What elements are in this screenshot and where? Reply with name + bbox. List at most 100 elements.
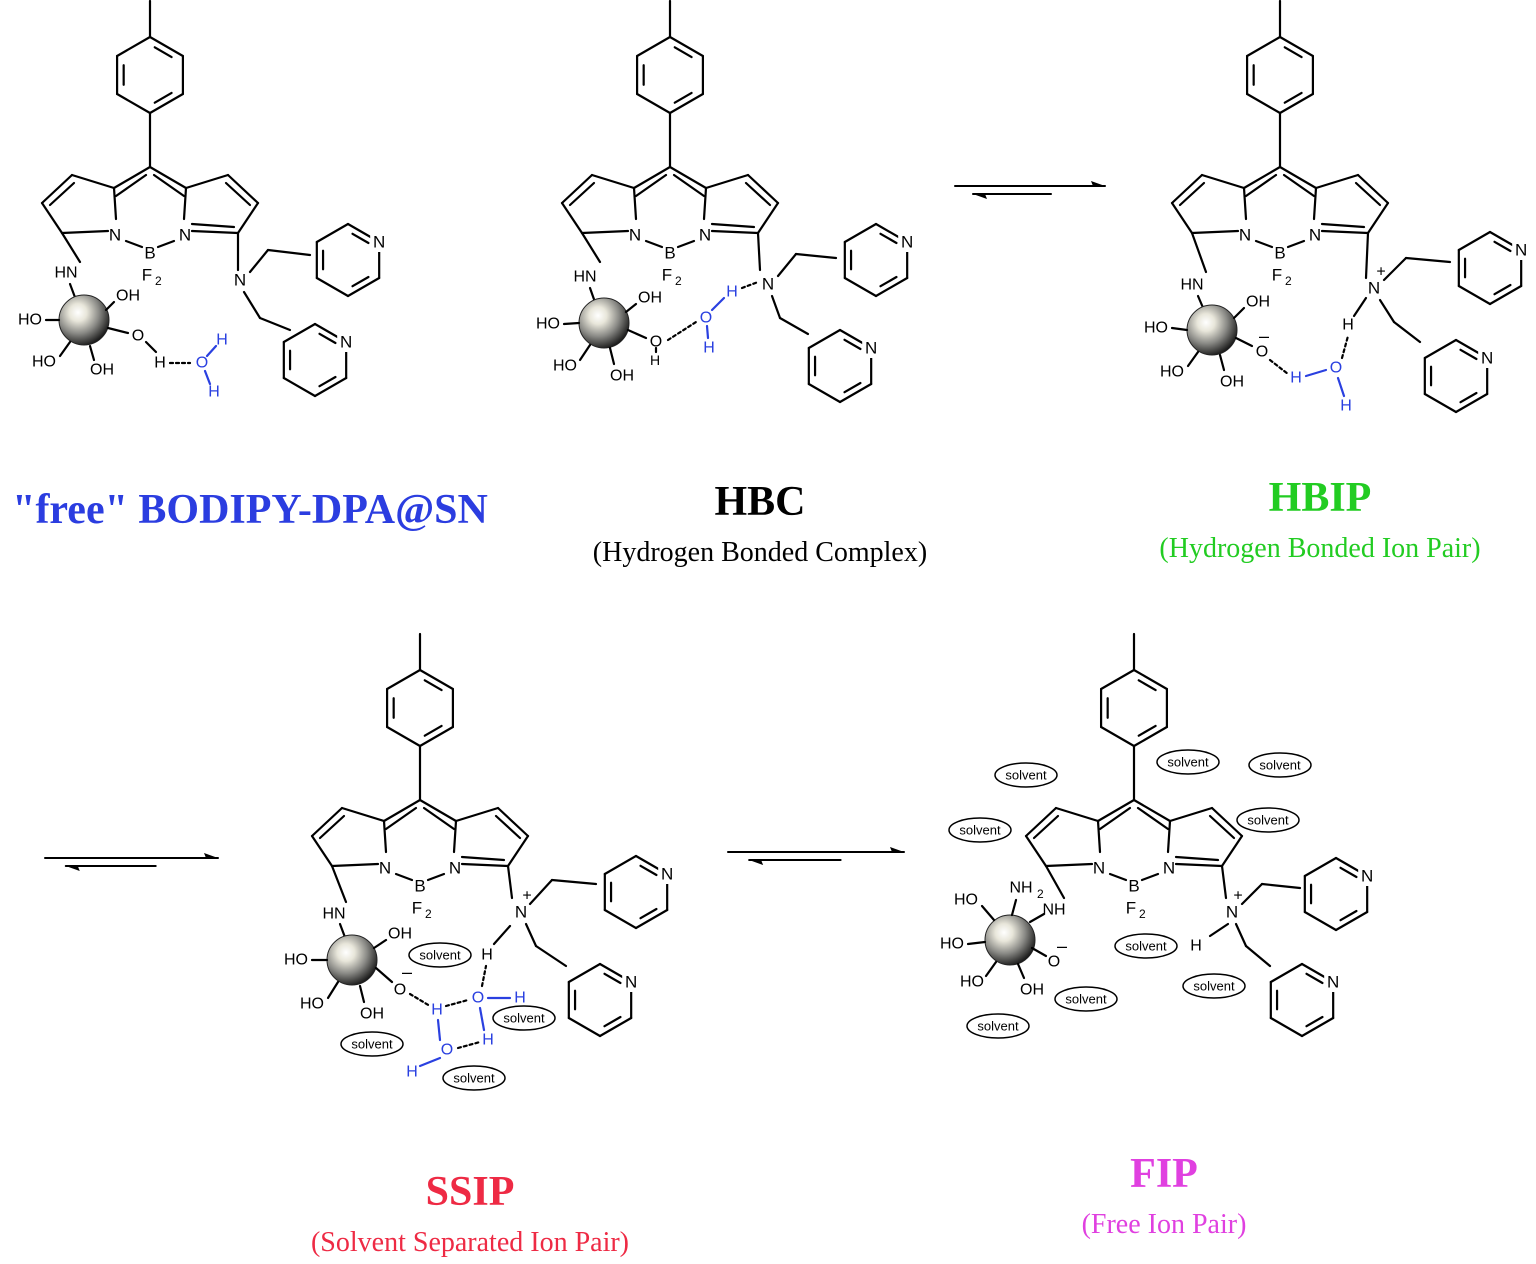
n-plus-charge: +	[1376, 264, 1385, 281]
caption-ssip-subtitle: (Solvent Separated Ion Pair)	[310, 1227, 630, 1258]
b-label: B	[1128, 877, 1139, 896]
caption-hbip-title: HBIP	[1268, 475, 1372, 521]
ho-label: HO	[940, 936, 964, 953]
ring-bond	[385, 725, 422, 748]
bond	[562, 321, 581, 326]
ring-bond	[668, 35, 705, 58]
pyridine-n-label: N	[1361, 867, 1373, 886]
bond	[1320, 229, 1370, 235]
caption-hbc-title: HBC	[714, 479, 806, 525]
oh-label: OH	[1246, 294, 1270, 311]
bond	[794, 252, 838, 260]
bond	[966, 940, 987, 946]
ring-double-bond	[603, 972, 622, 985]
ring-bond	[1245, 35, 1282, 58]
double-bond	[494, 814, 522, 840]
ho-label: HO	[536, 316, 560, 333]
ring-double-bond	[879, 275, 898, 288]
f2-subscript: 2	[1285, 274, 1292, 288]
ho-label: HO	[32, 354, 56, 371]
oh-label: OH	[1020, 982, 1044, 999]
nh2-label: NH	[1009, 880, 1032, 897]
bond	[778, 316, 810, 336]
n-label-bg	[1478, 348, 1497, 368]
bond	[1044, 862, 1094, 868]
n-label: N	[109, 226, 121, 245]
ring-double-bond	[673, 91, 693, 104]
ho-label: HO	[1160, 364, 1184, 381]
oh-label: OH	[90, 362, 114, 379]
ho-label: HO	[553, 358, 577, 375]
bond	[1030, 946, 1048, 958]
ring-double-bond	[1339, 909, 1358, 922]
ring-bond	[635, 92, 672, 115]
bond	[124, 239, 144, 249]
n-label: N	[699, 226, 711, 245]
bond	[1392, 320, 1422, 344]
f2-label: F	[1272, 266, 1282, 285]
bond	[340, 806, 386, 823]
water-o-label: O	[441, 1042, 453, 1059]
double-bond	[1174, 855, 1220, 862]
hydrogen-bond	[1340, 334, 1350, 360]
double-bond	[460, 855, 506, 862]
equilibrium-arrow-hbc-hbip	[954, 181, 1106, 199]
solvent-label: solvent	[977, 1019, 1019, 1034]
bond	[1170, 173, 1204, 205]
bond	[156, 239, 176, 249]
bond	[1132, 798, 1172, 823]
n-label-bg	[898, 232, 917, 252]
ring-double-bond	[1339, 866, 1358, 879]
ring-bond	[668, 92, 705, 115]
pyridine-n-label: N	[340, 333, 352, 352]
f2-subscript: 2	[1139, 907, 1146, 921]
water-o-label: O	[196, 355, 208, 372]
ring-bond	[115, 35, 152, 58]
b-label: B	[1274, 244, 1285, 263]
bond	[980, 904, 996, 922]
water-h-label: H	[208, 384, 220, 401]
n-label: N	[1239, 226, 1251, 245]
water-o-label: O	[700, 310, 712, 327]
equilibrium-arrow-hbip-ssip	[44, 853, 219, 871]
solvent-label: solvent	[1247, 813, 1289, 828]
bond	[460, 862, 510, 868]
ring-double-bond	[1137, 679, 1157, 692]
solvent-ellipse	[1114, 933, 1178, 959]
o-label: O	[1256, 344, 1268, 361]
ring-double-bond	[673, 46, 693, 59]
hydrogen-bond	[740, 280, 760, 290]
tolyl-group	[635, 0, 705, 169]
bond	[1024, 834, 1048, 868]
ring-double-bond	[1283, 91, 1303, 104]
bond	[1232, 306, 1246, 320]
double-bond	[114, 173, 148, 198]
bond	[506, 834, 530, 868]
hydrogen-bond	[480, 964, 488, 988]
hydrogen-bond	[1268, 358, 1290, 376]
water-bond	[203, 369, 212, 386]
bond	[226, 173, 260, 205]
ring-bond	[843, 222, 878, 244]
double-bond	[634, 173, 668, 198]
bond	[492, 924, 512, 946]
bond	[1010, 898, 1018, 917]
bond	[704, 173, 750, 190]
bond	[40, 201, 64, 235]
ring-bond	[807, 382, 842, 404]
water-bond	[436, 1018, 442, 1042]
bond	[372, 938, 388, 950]
ring-double-bond	[423, 724, 443, 737]
ho-label: HO	[960, 974, 984, 991]
reverse-arrowhead	[65, 866, 80, 871]
n-label: N	[1093, 859, 1105, 878]
o-label: O	[132, 328, 144, 345]
ring-bond	[1269, 962, 1304, 984]
oh-label: OH	[1220, 374, 1244, 391]
bond	[632, 165, 672, 190]
bond	[60, 231, 82, 264]
ring-double-bond	[1459, 391, 1478, 404]
double-bond	[1244, 173, 1278, 198]
